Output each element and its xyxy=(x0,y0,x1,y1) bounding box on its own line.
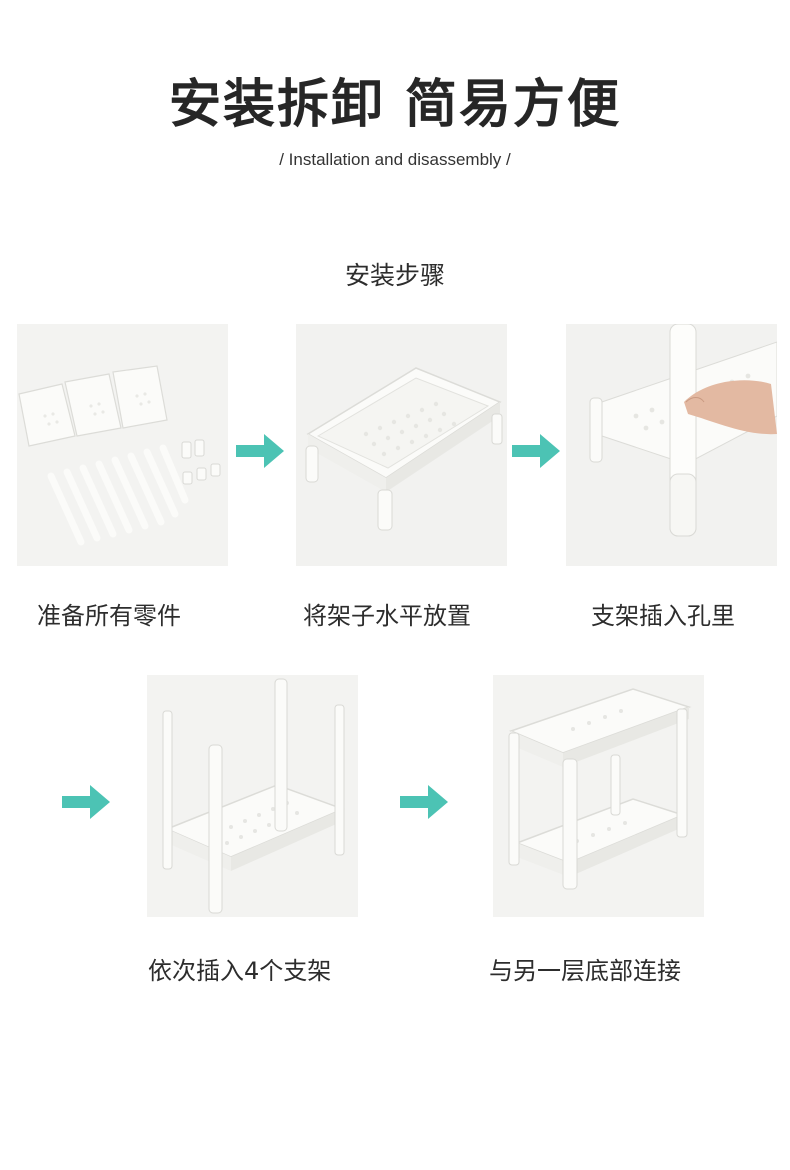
step-3-photo xyxy=(566,324,777,566)
arrow-right-icon xyxy=(236,434,284,468)
step-2-caption: 将架子水平放置 xyxy=(303,602,471,630)
step-5-caption: 与另一层底部连接 xyxy=(489,957,681,985)
step-1-photo xyxy=(17,324,228,566)
arrow-right-icon xyxy=(512,434,560,468)
arrow-right-icon xyxy=(400,785,448,819)
section-title: 安装步骤 xyxy=(344,261,445,290)
arrow-right-icon xyxy=(62,785,110,819)
step-1-caption: 准备所有零件 xyxy=(37,602,181,630)
step-4-caption: 依次插入4个支架 xyxy=(148,957,332,985)
page-subtitle: / Installation and disassembly / xyxy=(279,150,511,169)
step-4-photo xyxy=(147,675,358,917)
step-3-caption: 支架插入孔里 xyxy=(591,602,735,630)
step-2-photo xyxy=(296,324,507,566)
step-5-photo xyxy=(493,675,704,917)
page-title: 安装拆卸 简易方便 xyxy=(168,75,622,135)
